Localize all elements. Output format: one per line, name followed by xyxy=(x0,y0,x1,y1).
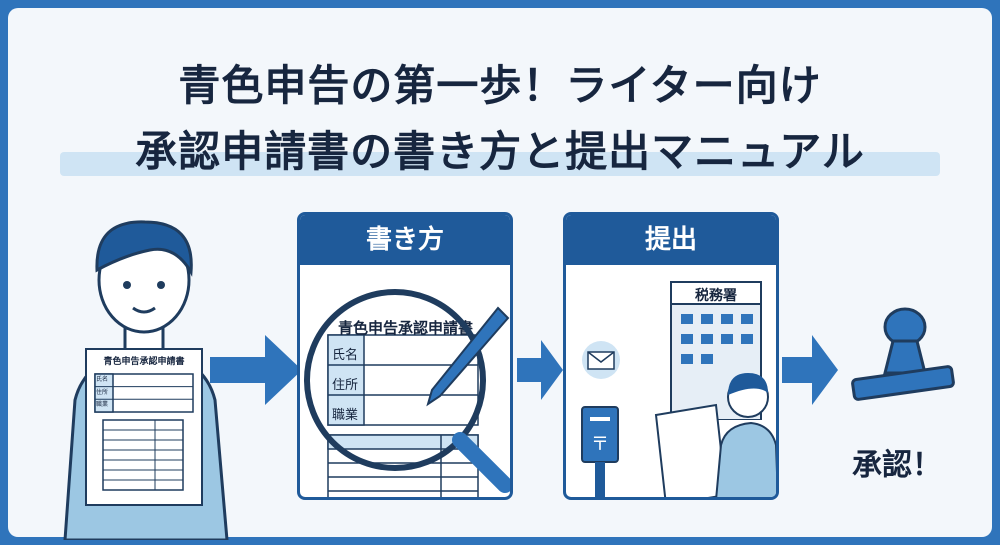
step-writing-header: 書き方 xyxy=(300,215,510,265)
arrow-right-icon xyxy=(210,335,302,405)
magnifier-icon xyxy=(304,289,510,493)
left-form-fields: 氏名 住所 職業 xyxy=(96,374,108,412)
field-label: 住所 xyxy=(96,388,109,396)
step-submit-panel: 提出 税務署 〒 xyxy=(563,212,779,500)
mail-icon xyxy=(582,341,620,379)
left-form-text: 青色申告承認申請書 xyxy=(103,357,185,367)
step-writing-panel: 書き方 青色申告承認申請書 氏名 住所 職業 xyxy=(297,212,513,500)
form-fields: 氏名 住所 職業 xyxy=(332,341,358,431)
field-label: 氏名 xyxy=(332,348,359,363)
arrow-right-icon xyxy=(517,340,563,400)
stamp-icon xyxy=(851,307,955,401)
field-label: 氏名 xyxy=(96,376,109,383)
arrow-right-icon xyxy=(782,335,838,405)
form-title: 青色申告承認申請書 xyxy=(338,319,474,337)
step-submit-header: 提出 xyxy=(566,215,776,265)
title-highlight xyxy=(60,152,940,176)
postbox-icon: 〒 xyxy=(581,406,619,497)
field-label: 住所 xyxy=(332,378,359,393)
person-icon xyxy=(654,373,776,497)
field-label: 職業 xyxy=(332,408,359,423)
approval-text: 承認！ xyxy=(852,448,942,483)
title-line-2: 承認申請書の書き方と提出マニュアル xyxy=(135,127,865,176)
building-sign: 税務署 xyxy=(695,288,737,304)
approval-label: 承認！ xyxy=(842,440,952,483)
title-line-1: 青色申告の第一歩！ライター向け xyxy=(178,61,822,110)
pen-icon xyxy=(426,306,510,407)
svg-text:〒: 〒 xyxy=(591,434,609,455)
field-label: 職業 xyxy=(96,401,109,409)
left-form xyxy=(85,348,203,506)
